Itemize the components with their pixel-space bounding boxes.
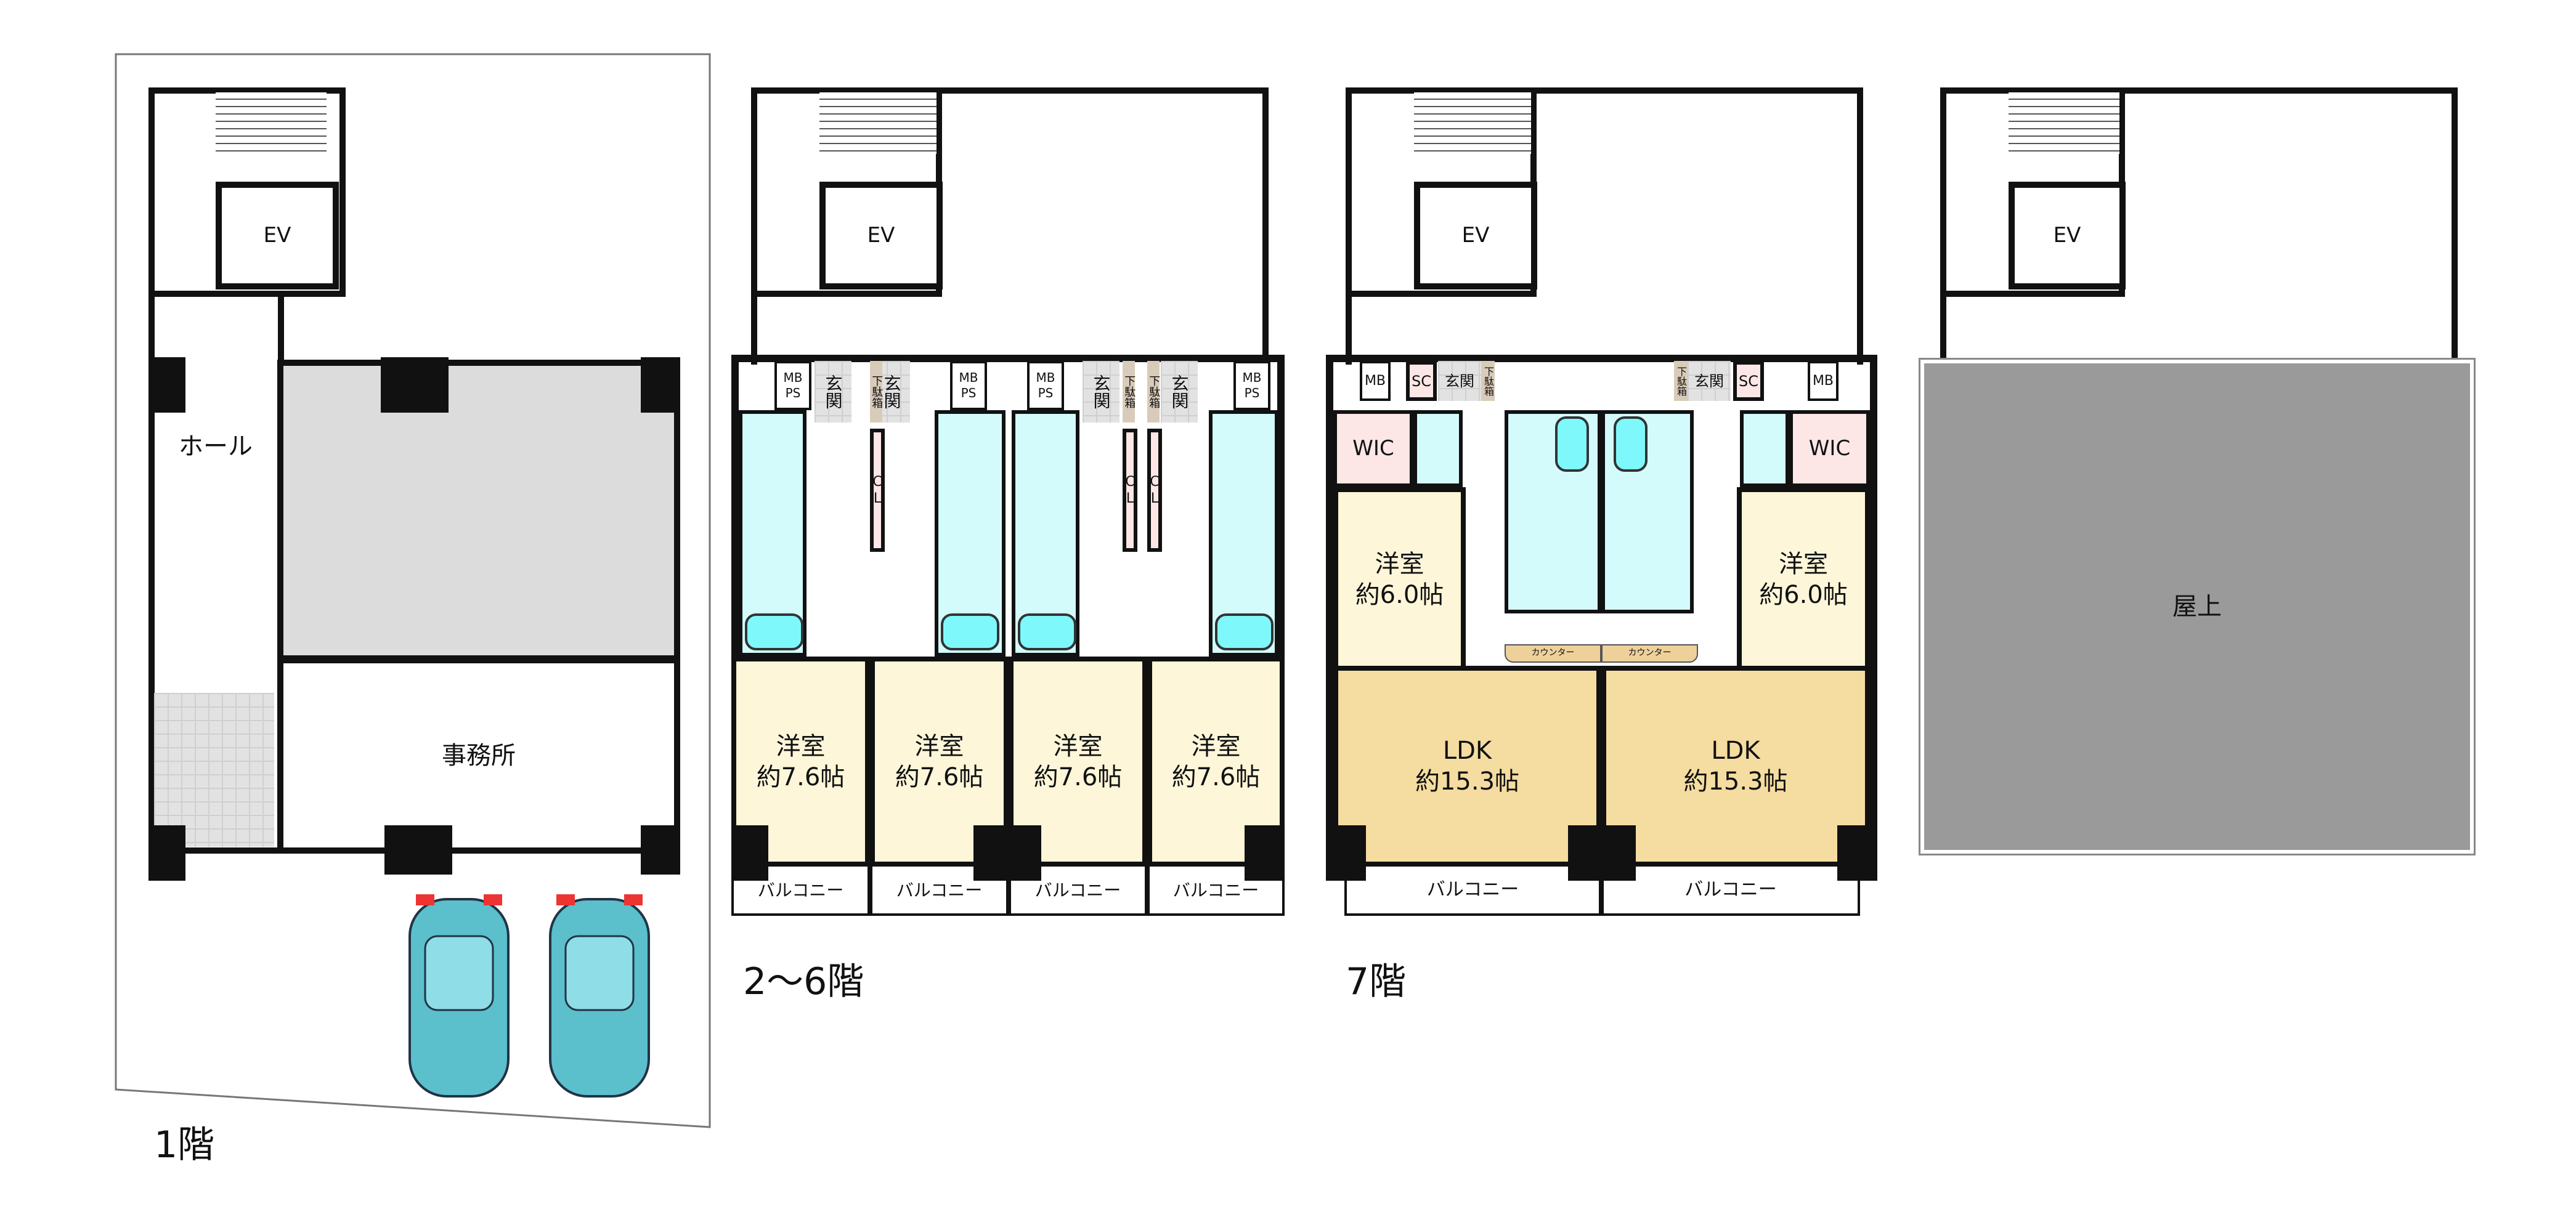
unit-4: 下駄箱 玄関 C L MB PS 洋室 約7.6帖 バルコニー xyxy=(1147,355,1285,916)
unit-7-right: 下駄箱 玄関 SC MB WIC 洋室 約6.0帖 LDK 約15.3帖 カウン… xyxy=(1601,355,1877,916)
column xyxy=(148,357,185,413)
getabako-label: 下駄箱 xyxy=(1123,375,1136,408)
ldk: LDK 約15.3帖 xyxy=(1601,666,1870,867)
ev-2f: EV xyxy=(819,182,943,289)
mb-ps: MB PS xyxy=(1027,361,1064,410)
western-room: 洋室 約7.6帖 xyxy=(870,657,1009,867)
stairs xyxy=(819,92,937,154)
column xyxy=(731,825,768,881)
counter: カウンター xyxy=(1505,644,1601,663)
lot-outline xyxy=(115,53,711,1128)
genkan-label: 玄関 xyxy=(1169,374,1190,409)
toilet xyxy=(1413,410,1463,487)
western-room: 洋室 約6.0帖 xyxy=(1333,487,1466,672)
balcony: バルコニー xyxy=(1601,867,1860,916)
closet: C L xyxy=(870,429,885,552)
unit-7-left: MB SC 玄関 下駄箱 WIC 洋室 約6.0帖 LDK 約15.3帖 カウン… xyxy=(1326,355,1601,916)
unit-3: MB PS 玄関 下駄箱 C L 洋室 約7.6帖 バルコニー xyxy=(1009,355,1147,916)
mb-ps: MB PS xyxy=(950,361,987,410)
getabako-label: 下駄箱 xyxy=(1675,366,1687,396)
getabako-label: 下駄箱 xyxy=(1147,375,1161,408)
floor-label-2-6f: 2〜6階 xyxy=(743,960,864,1003)
car-icon xyxy=(408,894,510,1098)
column xyxy=(381,357,449,413)
unit-2: 玄関 下駄箱 C L MB PS 洋室 約7.6帖 バルコニー xyxy=(870,355,1009,916)
balcony: バルコニー xyxy=(1344,867,1601,916)
genkan: 玄関 xyxy=(815,361,851,423)
stairs xyxy=(216,92,327,154)
getabako: 下駄箱 xyxy=(1481,361,1495,401)
ldk: LDK 約15.3帖 xyxy=(1333,666,1601,867)
stairs xyxy=(1414,92,1531,154)
stairs xyxy=(2009,92,2119,154)
office-room: 事務所 xyxy=(277,657,680,854)
car-icons xyxy=(408,894,650,1098)
column xyxy=(973,825,1041,881)
entrance-tile xyxy=(154,693,274,847)
ev-roof: EV xyxy=(2009,182,2126,289)
column xyxy=(148,825,185,881)
bathtub-icon xyxy=(745,613,803,650)
column xyxy=(384,825,452,875)
mb: MB xyxy=(1360,361,1391,401)
toilet xyxy=(1740,410,1789,487)
genkan-label: 玄関 xyxy=(881,374,902,409)
western-room: 洋室 約6.0帖 xyxy=(1737,487,1870,672)
hall-label: ホール xyxy=(179,432,253,461)
genkan: 玄関 xyxy=(1688,361,1731,401)
column xyxy=(1568,825,1636,881)
genkan: 玄関 xyxy=(1083,361,1119,423)
closet: C L xyxy=(1147,429,1162,552)
bathtub-icon xyxy=(1614,416,1648,472)
bathtub-icon xyxy=(941,613,999,650)
closet: C L xyxy=(1123,429,1137,552)
getabako-label: 下駄箱 xyxy=(1482,366,1494,396)
counter: カウンター xyxy=(1601,644,1698,663)
walk-in-closet: WIC xyxy=(1789,410,1870,487)
column xyxy=(1326,825,1366,881)
getabako-label: 下駄箱 xyxy=(870,375,884,408)
genkan-label: 玄関 xyxy=(823,374,843,409)
shoe-closet: SC xyxy=(1733,361,1764,401)
genkan-label: 玄関 xyxy=(1091,374,1111,409)
parking-area xyxy=(277,360,680,661)
rooftop: 屋上 xyxy=(1919,358,2476,855)
bathtub-icon xyxy=(1555,416,1589,472)
getabako: 下駄箱 xyxy=(1123,361,1136,423)
genkan: 玄関 xyxy=(1161,361,1198,423)
getabako: 下駄箱 xyxy=(1674,361,1688,401)
walk-in-closet: WIC xyxy=(1333,410,1413,487)
getabako: 下駄箱 xyxy=(870,361,884,423)
column xyxy=(641,357,680,413)
column xyxy=(641,825,680,875)
mb: MB xyxy=(1808,361,1839,401)
genkan: 玄関 xyxy=(1438,361,1481,401)
column xyxy=(1837,825,1877,881)
column xyxy=(1245,825,1285,881)
ev-7f: EV xyxy=(1414,182,1537,289)
floor-label-7f: 7階 xyxy=(1346,960,1407,1003)
shoe-closet: SC xyxy=(1406,361,1437,401)
bathtub-icon xyxy=(1018,613,1076,650)
ev-1f: EV xyxy=(216,182,339,289)
getabako: 下駄箱 xyxy=(1147,361,1160,423)
mb-ps: MB PS xyxy=(774,361,811,410)
floor-label-1f: 1階 xyxy=(154,1123,215,1167)
car-icon xyxy=(549,894,650,1098)
mb-ps: MB PS xyxy=(1233,361,1270,410)
bathtub-icon xyxy=(1215,613,1274,650)
